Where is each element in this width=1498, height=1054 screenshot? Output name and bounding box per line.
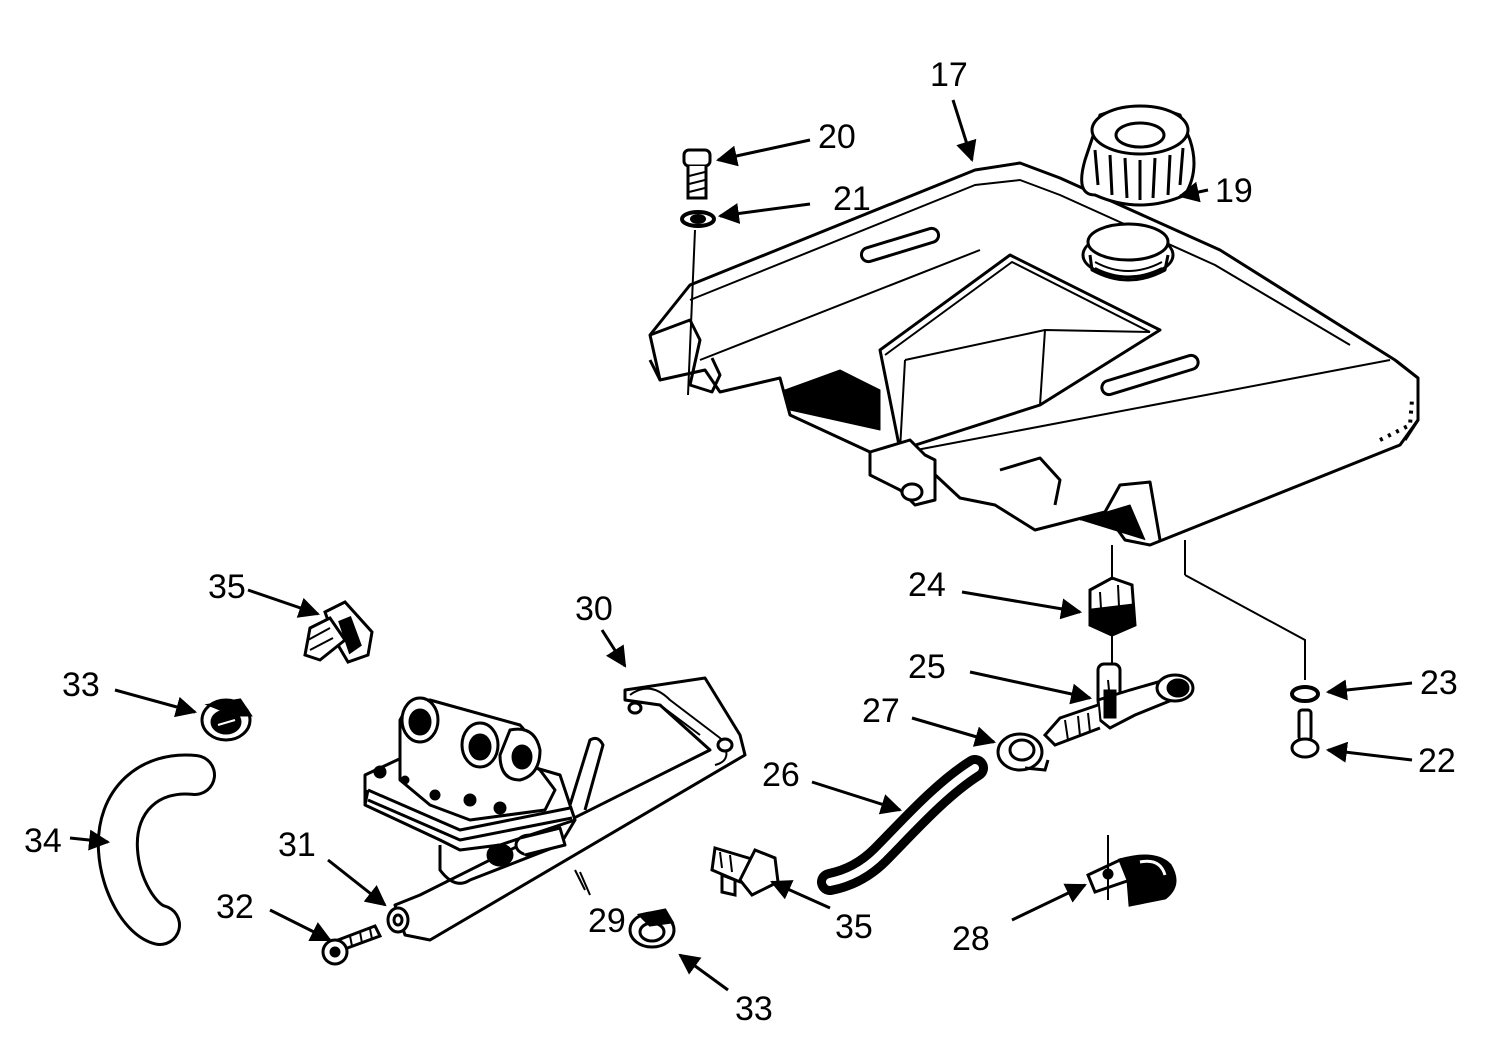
- callout-29: 29: [588, 902, 626, 940]
- screw-32: [323, 926, 380, 964]
- arrow-22: [1325, 741, 1413, 763]
- arrow-31: [327, 858, 387, 907]
- hose-clamp-33-lower: [630, 910, 674, 947]
- fuel-hose-26: [830, 768, 975, 882]
- callout-33-lower: 33: [735, 990, 773, 1028]
- callout-35-lower: 35: [835, 908, 873, 946]
- arrow-23: [1325, 679, 1413, 701]
- callout-28: 28: [952, 920, 990, 958]
- hose-clip-28: [1088, 856, 1175, 905]
- arrow-21: [717, 202, 811, 224]
- callout-30: 30: [575, 590, 613, 628]
- callout-31: 31: [278, 826, 316, 864]
- arrow-33a: [114, 688, 198, 718]
- callout-23: 23: [1420, 664, 1458, 702]
- elbow-fitting-35-lower: [712, 848, 778, 895]
- hose-clamp-33-upper: [202, 700, 250, 740]
- washer-31: [388, 908, 408, 932]
- callout-32: 32: [216, 888, 254, 926]
- arrow-26: [811, 780, 903, 815]
- leader-29: [579, 871, 591, 896]
- filler-cap: [1082, 106, 1194, 205]
- callout-labels: 17 19 20 21 22 23 24 25 26 27 28 29 30 3…: [24, 56, 1458, 1028]
- curved-hose-34: [118, 774, 195, 925]
- callout-34: 34: [24, 822, 62, 860]
- callout-22: 22: [1418, 742, 1456, 780]
- callout-35-upper: 35: [208, 568, 246, 606]
- assembly-line-20: [687, 229, 696, 396]
- arrow-33b: [678, 953, 729, 992]
- callout-25: 25: [908, 648, 946, 686]
- assembly-line-29: [574, 869, 586, 891]
- arrow-28: [1011, 883, 1087, 922]
- arrow-35b: [770, 880, 831, 910]
- assembly-line-22b: [1184, 574, 1306, 680]
- arrow-25: [969, 670, 1093, 705]
- callout-19: 19: [1215, 172, 1253, 210]
- callout-20: 20: [818, 118, 856, 156]
- arrow-30: [600, 629, 627, 668]
- callout-33-upper: 33: [62, 666, 100, 704]
- arrow-20: [715, 138, 811, 167]
- fuel-tank: [650, 163, 1418, 545]
- washer-23: [1292, 687, 1318, 701]
- nut-24: [1090, 578, 1135, 635]
- tee-fitting-25: [1045, 664, 1193, 745]
- elbow-fitting-35-upper: [305, 602, 372, 662]
- arrow-17: [951, 99, 977, 163]
- callout-21: 21: [833, 180, 871, 218]
- arrow-32: [269, 908, 332, 942]
- arrow-19: [1177, 181, 1209, 203]
- callout-17: 17: [930, 56, 968, 94]
- arrow-34: [69, 829, 111, 851]
- washer-21: [682, 212, 714, 226]
- arrow-35a: [247, 588, 320, 618]
- callout-arrows: [69, 99, 1413, 992]
- callout-24: 24: [908, 566, 946, 604]
- arrow-27: [911, 716, 997, 747]
- callout-27: 27: [862, 692, 900, 730]
- callout-26: 26: [762, 756, 800, 794]
- arrow-24: [961, 590, 1083, 620]
- screw-20: [684, 150, 710, 198]
- screw-22: [1292, 710, 1318, 757]
- hose-clamp-27: [998, 734, 1048, 770]
- fuel-pump: [365, 678, 745, 940]
